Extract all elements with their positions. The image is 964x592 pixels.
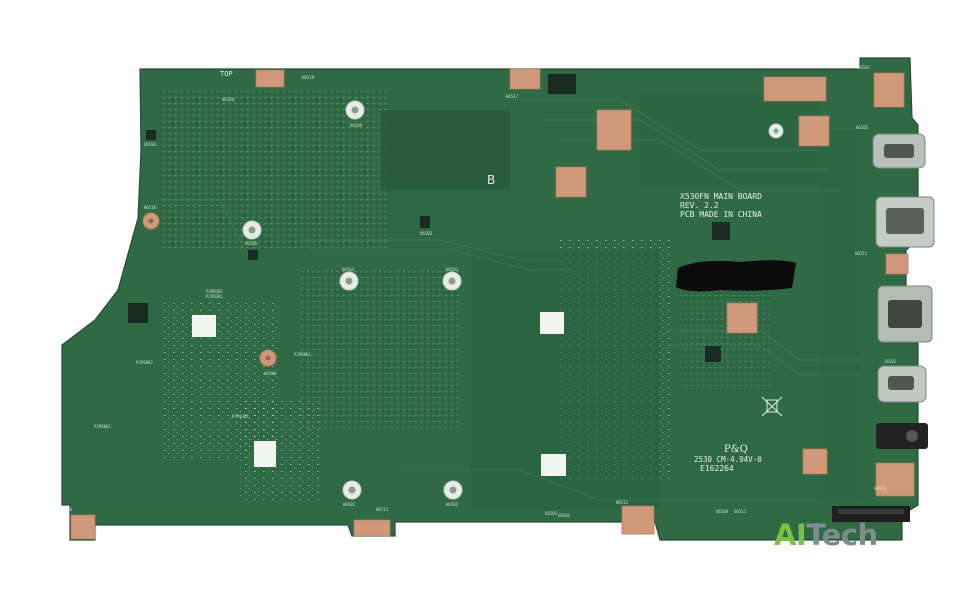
ref-label: H6503 <box>446 267 459 272</box>
ref-label: H6518 <box>874 486 887 491</box>
ref-label: H6501 <box>343 502 356 507</box>
ref-label: PJP8201 <box>206 289 223 294</box>
ics <box>128 74 730 362</box>
weee-mark <box>761 396 783 417</box>
ref-label: H6504 <box>342 267 355 272</box>
ref-label: PJP8301 <box>206 294 223 299</box>
ref-label: H6516 <box>60 507 73 512</box>
ref-label: PJP8101 <box>232 414 249 419</box>
top-marker: TOP <box>220 70 233 78</box>
ref-label: H6517 <box>506 94 519 99</box>
ref-label: H6580 <box>222 97 235 102</box>
ref-label: J6581 <box>858 65 871 70</box>
ref-label: U6501 <box>558 513 571 518</box>
ref-label: H6508 <box>264 371 277 376</box>
manufacturer-logo: P&Q <box>724 444 748 455</box>
ref-label: U6502 <box>545 511 558 516</box>
io-connectors <box>832 133 935 522</box>
copper-pads <box>70 68 915 540</box>
ref-label: H6515 <box>855 251 868 256</box>
redacted-area <box>676 260 796 292</box>
ref-label: H6505 <box>856 125 869 130</box>
ref-label: U6511 <box>734 509 747 514</box>
board-origin-label: PCB MADE IN CHINA <box>680 210 762 219</box>
ref-label: H6506 <box>245 241 258 246</box>
ground-planes <box>380 95 860 510</box>
ref-label: H6513 <box>376 507 389 512</box>
ref-label: H6512 <box>616 500 629 505</box>
watermark-logo: AITech <box>774 518 878 552</box>
ref-label: U6509 <box>716 509 729 514</box>
white-labels <box>192 312 566 476</box>
ref-label: PJP8801 <box>294 352 311 357</box>
side-marker: B <box>487 173 496 187</box>
ref-label: J6501 <box>884 359 897 364</box>
ref-label: U6503 <box>420 231 433 236</box>
ref-label: H6502 <box>446 502 459 507</box>
mounting-holes <box>142 100 784 500</box>
ref-label: PJP8802 <box>136 360 153 365</box>
board-revision-label: REV. 2.2 <box>680 201 719 210</box>
ref-label: H6509 <box>350 123 363 128</box>
ref-label: PJP8001 <box>94 424 111 429</box>
board-code-label: 2530 CM-4.94V-0 <box>694 455 762 464</box>
ref-label: U6504 <box>144 142 157 147</box>
ref-label: H6519 <box>302 75 315 80</box>
cert-number-label: E162264 <box>700 464 734 473</box>
ref-label: H6510 <box>144 205 157 210</box>
board-model-label: X530FN MAIN BOARD <box>680 192 762 201</box>
